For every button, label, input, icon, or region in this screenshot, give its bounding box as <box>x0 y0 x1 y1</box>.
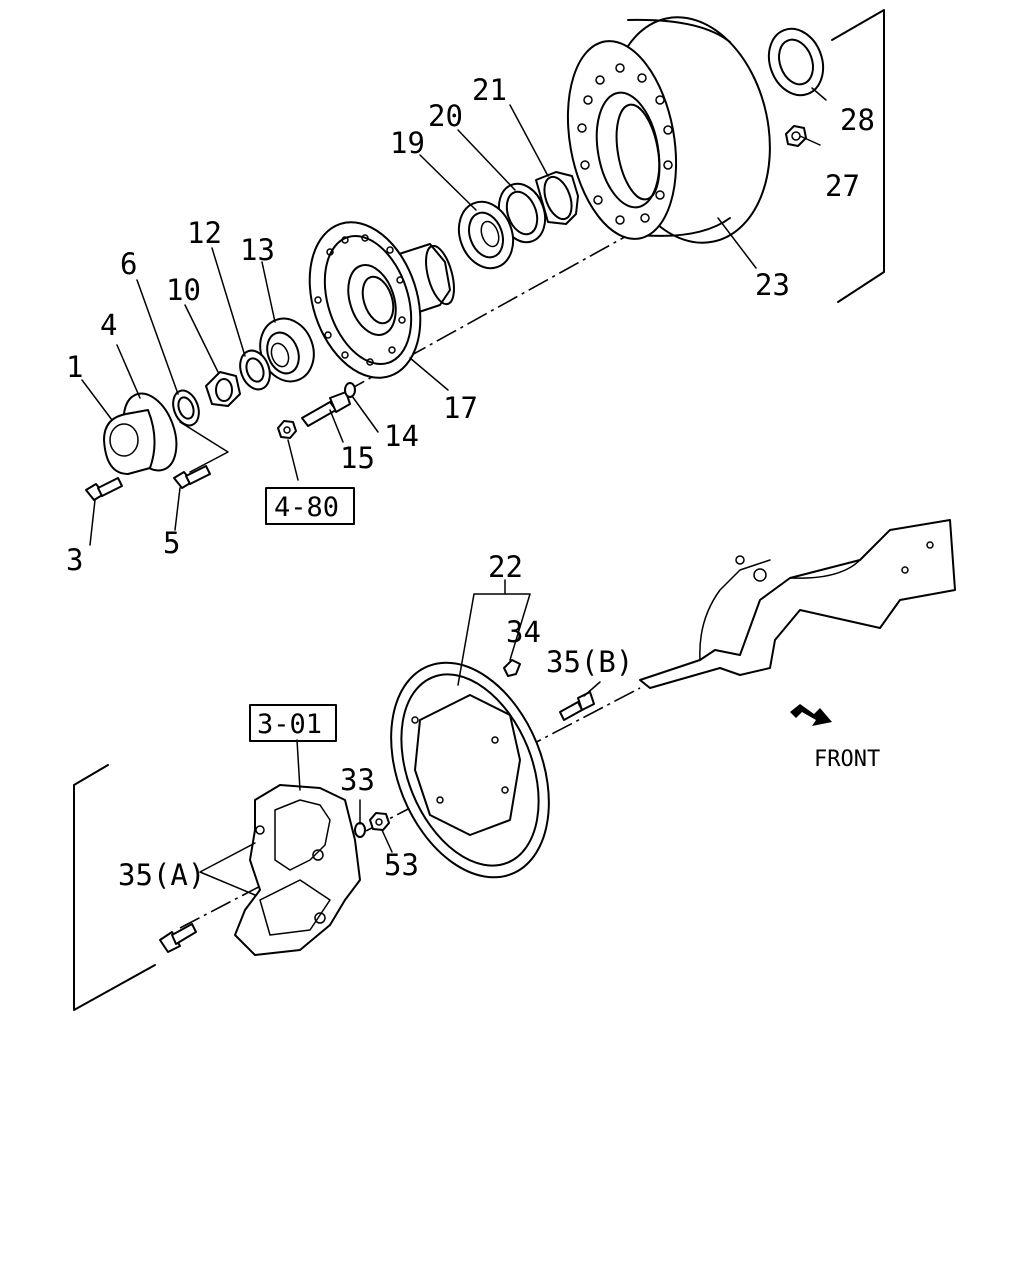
callout-21: 21 <box>472 73 507 107</box>
drum-group-bracket <box>831 9 885 303</box>
callout-5: 5 <box>163 526 180 560</box>
callout-3: 3 <box>66 543 83 577</box>
front-direction-indicator: FRONT <box>790 704 880 772</box>
nut-53 <box>369 812 390 831</box>
brake-assembly <box>234 784 361 956</box>
callout-14: 14 <box>384 419 419 453</box>
hub-cap <box>103 409 156 475</box>
callout-22: 22 <box>488 550 523 584</box>
grease-seal <box>172 389 200 427</box>
hub-nut <box>277 420 297 439</box>
callout-19: 19 <box>390 126 425 160</box>
callout-4: 4 <box>100 308 117 342</box>
hub-bolt <box>301 391 351 427</box>
bolt-35b <box>559 691 595 721</box>
callout-15: 15 <box>340 441 375 475</box>
callout-53: 53 <box>384 848 419 882</box>
bolt-35a <box>159 923 197 953</box>
bearing-retainer <box>535 171 579 225</box>
bolt-5 <box>173 465 211 489</box>
callout-6: 6 <box>120 247 137 281</box>
callout-35b: 35(B) <box>546 645 633 679</box>
callout-35a: 35(A) <box>118 858 205 892</box>
washer-33 <box>354 822 366 838</box>
outer-wheel-bearing <box>457 200 515 270</box>
callout-17: 17 <box>443 391 478 425</box>
callout-33: 33 <box>340 763 375 797</box>
clip-34 <box>503 659 521 677</box>
axle-beam <box>639 519 956 689</box>
bolt-3 <box>85 477 123 501</box>
bearing-race-12 <box>239 349 271 391</box>
front-label: FRONT <box>814 747 880 772</box>
wheel-hub <box>308 221 455 379</box>
oil-seal <box>767 27 825 97</box>
leader-lines <box>81 87 827 896</box>
callout-28: 28 <box>840 103 875 137</box>
hub-axis-line <box>344 212 669 393</box>
callout-23: 23 <box>755 268 790 302</box>
reference-box-4-80[interactable]: 4-80 <box>265 487 355 525</box>
cap-bolt-link-line <box>179 421 229 473</box>
brake-backing-plate <box>390 661 550 879</box>
callout-27: 27 <box>825 169 860 203</box>
front-arrow-icon <box>790 704 832 726</box>
lock-nut <box>205 371 241 407</box>
callout-13: 13 <box>240 233 275 267</box>
wheel-nut <box>785 125 807 147</box>
washer-14 <box>344 382 356 398</box>
callout-1: 1 <box>66 350 83 384</box>
callout-20: 20 <box>428 99 463 133</box>
backing-plate-group-bracket <box>73 764 156 1011</box>
reference-label-3-01: 3-01 <box>257 709 322 740</box>
callout-10: 10 <box>166 273 201 307</box>
brake-drum <box>566 16 771 244</box>
callout-34: 34 <box>506 615 541 649</box>
reference-box-3-01[interactable]: 3-01 <box>249 704 337 742</box>
callout-12: 12 <box>187 216 222 250</box>
reference-label-4-80: 4-80 <box>274 492 339 523</box>
